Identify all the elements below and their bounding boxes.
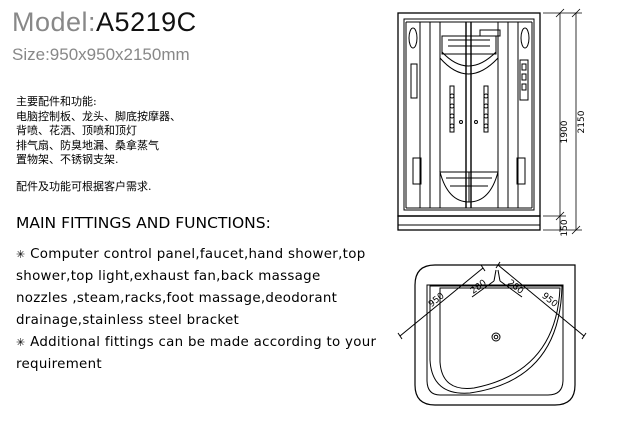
fittings-item-line: drainage,stainless steel bracket: [16, 310, 386, 332]
fittings-text: Additional fittings can be made accordin…: [30, 335, 377, 350]
chinese-line: 电脑控制板、龙头、脚底按摩器、: [16, 109, 181, 123]
chinese-line: 主要配件和功能:: [16, 95, 97, 108]
fittings-item-line: ✳ Additional fittings can be made accord…: [16, 332, 386, 354]
model-title: Model:A5219C: [12, 6, 197, 39]
fittings-text: Computer control panel,faucet,hand showe…: [30, 247, 366, 262]
bullet-icon: ✳: [16, 248, 26, 261]
height-dimensions: [543, 8, 582, 235]
height-dimension-upper: 1900: [560, 120, 570, 143]
fittings-description: ✳ Computer control panel,faucet,hand sho…: [16, 244, 386, 376]
chinese-line: 背喷、花洒、顶喷和顶灯: [16, 124, 137, 138]
fittings-text: nozzles ,steam,racks,foot massage,deodor…: [16, 291, 338, 306]
chinese-line: 排气扇、防臭地漏、桑拿蒸气: [16, 138, 159, 152]
inner-dimension-right: 280: [505, 278, 525, 296]
inner-dimension-left: 280: [469, 278, 489, 296]
height-dimension-total: 2150: [577, 110, 587, 133]
fittings-item-line: nozzles ,steam,racks,foot massage,deodor…: [16, 288, 386, 310]
model-number: A5219C: [96, 7, 197, 37]
plan-view-drawing: [397, 261, 587, 406]
bullet-icon: ✳: [16, 336, 26, 349]
fittings-item-line: requirement: [16, 354, 386, 376]
fittings-item-line: shower,top light,exhaust fan,back massag…: [16, 266, 386, 288]
front-elevation-drawing: [397, 12, 541, 231]
fittings-heading: MAIN FITTINGS AND FUNCTIONS:: [16, 214, 271, 232]
fittings-item-line: ✳ Computer control panel,faucet,hand sho…: [16, 244, 386, 266]
fittings-text: shower,top light,exhaust fan,back massag…: [16, 269, 321, 284]
fittings-text: requirement: [16, 357, 102, 372]
model-label: Model:: [12, 7, 97, 37]
chinese-line: 置物架、不锈钢支架.: [16, 153, 119, 167]
chinese-fittings-list: 主要配件和功能: 电脑控制板、龙头、脚底按摩器、 背喷、花洒、顶喷和顶灯 排气扇…: [16, 95, 181, 168]
height-dimension-base: 150: [560, 219, 570, 236]
chinese-note: 配件及功能可根据客户需求.: [16, 180, 152, 193]
fittings-text: drainage,stainless steel bracket: [16, 313, 240, 328]
size-label: Size:950x950x2150mm: [12, 45, 190, 64]
